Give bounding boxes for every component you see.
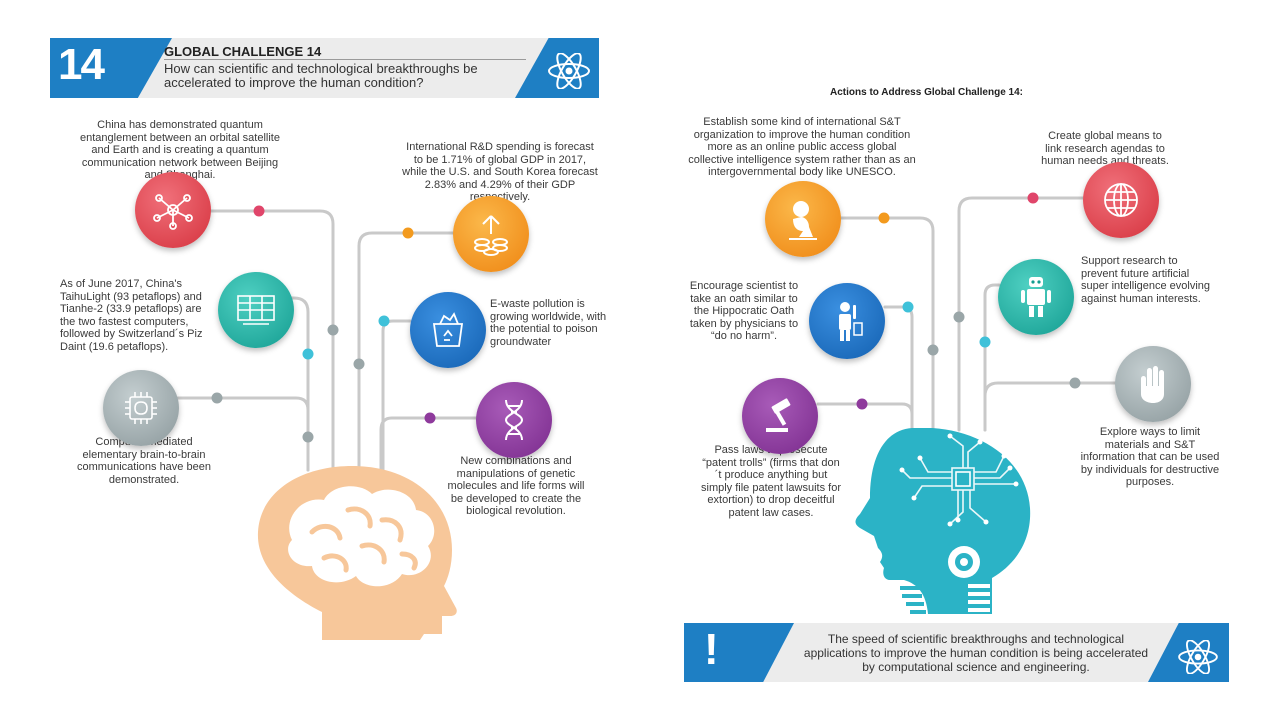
fact-ewaste: E-waste pollution is growing worldwide, … (490, 298, 607, 348)
atom-icon (546, 52, 592, 94)
action-limit-materials: Explore ways to limit materials and S&T … (1080, 426, 1220, 489)
thinker-icon (765, 181, 841, 257)
exclamation-icon: ! (704, 625, 719, 674)
robot-head-illustration (855, 428, 1031, 614)
challenge-number: 14 (58, 40, 105, 89)
action-agendas: Create global means to link research age… (1041, 130, 1169, 168)
oath-person-icon (809, 283, 885, 359)
action-oath: Encourage scientist to take an oath simi… (689, 280, 799, 343)
actions-title: Actions to Address Global Challenge 14: (830, 87, 1023, 98)
network-icon (135, 172, 211, 248)
robot-icon (998, 259, 1074, 335)
brain-chip-icon (103, 370, 179, 446)
dna-icon (476, 382, 552, 458)
action-patent-laws: Pass laws to prosecute “patent trolls” (… (701, 444, 841, 519)
globe-icon (1083, 162, 1159, 238)
coins-arrow-icon (453, 196, 529, 272)
fact-genetics: New combinations and manipulations of ge… (447, 455, 585, 518)
supercomputer-icon (218, 272, 294, 348)
recycle-bin-icon (410, 292, 486, 368)
gavel-icon (742, 378, 818, 454)
stop-hand-icon (1115, 346, 1191, 422)
fact-supercomputers: As of June 2017, China's TaihuLight (93 … (60, 278, 203, 353)
action-ai-research: Support research to prevent future artif… (1081, 255, 1211, 305)
challenge-title: GLOBAL CHALLENGE 14 (164, 44, 322, 59)
header-divider (164, 59, 526, 60)
human-head-brain-illustration (257, 466, 457, 640)
action-organization: Establish some kind of international S&T… (688, 116, 916, 179)
fact-rd-spending: International R&D spending is forecast t… (402, 141, 598, 203)
conclusion-text: The speed of scientific breakthroughs an… (803, 632, 1149, 674)
challenge-question: How can scientific and technological bre… (164, 61, 478, 90)
atom-icon (1176, 639, 1220, 679)
